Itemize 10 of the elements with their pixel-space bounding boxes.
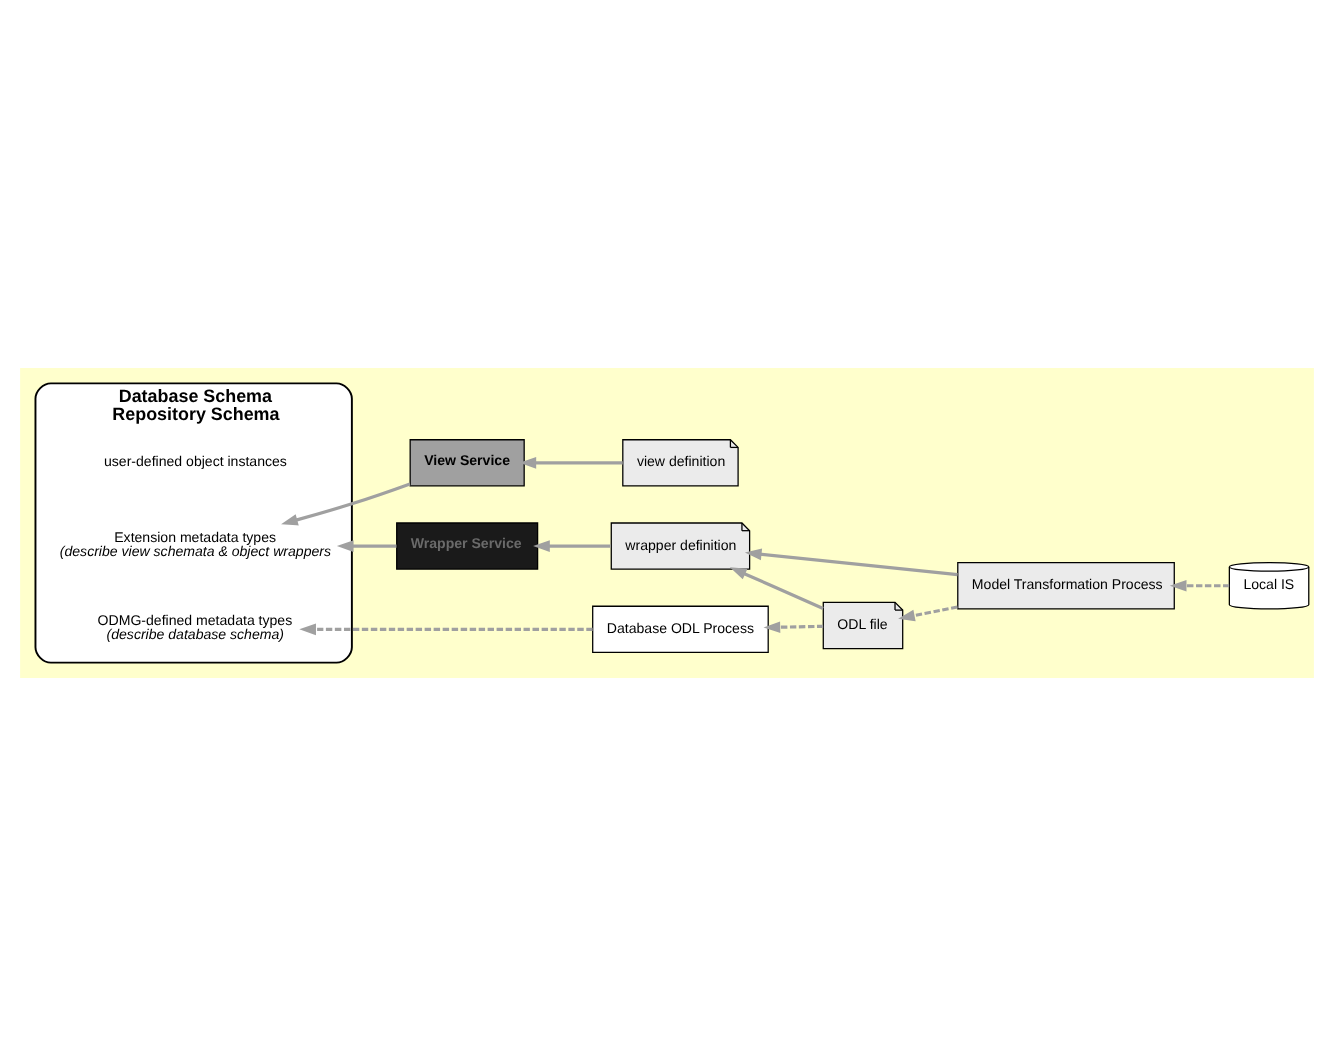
arrow: [336, 540, 397, 552]
arrow: [744, 548, 958, 577]
arrow: [533, 540, 611, 552]
arrow: [1169, 579, 1230, 592]
arrow: [281, 482, 411, 526]
arrow: [763, 621, 824, 634]
arrow: [299, 623, 593, 636]
arrow: [898, 605, 958, 622]
arrow: [519, 456, 623, 469]
arrow: [729, 567, 824, 610]
